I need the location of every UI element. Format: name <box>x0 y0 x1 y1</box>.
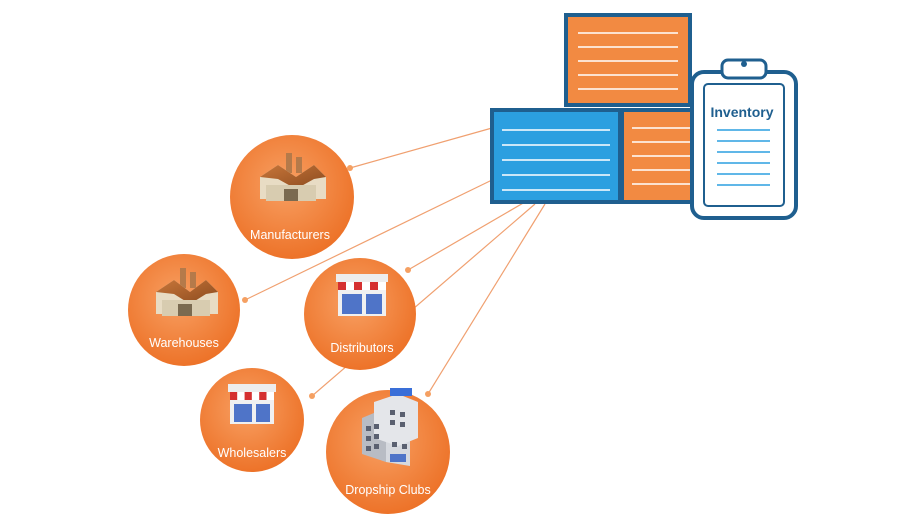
storefront-icon <box>228 384 276 424</box>
connector-manufacturers <box>349 127 493 169</box>
storefront-icon <box>336 274 388 316</box>
node-wholesalers: Wholesalers <box>200 368 304 472</box>
node-label-distributors: Distributors <box>330 341 393 355</box>
connector-distributors <box>407 201 526 271</box>
office-building-icon <box>362 388 418 466</box>
node-label-manufacturers: Manufacturers <box>250 228 330 242</box>
node-label-warehouses: Warehouses <box>149 336 219 350</box>
factory-icon <box>260 153 326 201</box>
connector-warehouses <box>244 179 493 301</box>
node-manufacturers: Manufacturers <box>230 135 354 259</box>
inventory-title: Inventory <box>710 104 773 120</box>
blue-crate <box>490 108 622 204</box>
inventory-crates <box>490 13 702 204</box>
node-label-dropship-clubs: Dropship Clubs <box>345 483 430 497</box>
factory-icon <box>156 268 218 316</box>
connector-dropship <box>427 203 546 395</box>
node-warehouses: Warehouses <box>128 254 240 366</box>
node-dropship-clubs: Dropship Clubs <box>326 388 450 514</box>
node-label-wholesalers: Wholesalers <box>218 446 287 460</box>
connector-dots <box>242 165 431 399</box>
inventory-clipboard: Inventory <box>690 58 798 220</box>
clipboard-clip-icon <box>720 58 768 80</box>
node-distributors: Distributors <box>304 258 416 370</box>
top-crate <box>564 13 692 107</box>
